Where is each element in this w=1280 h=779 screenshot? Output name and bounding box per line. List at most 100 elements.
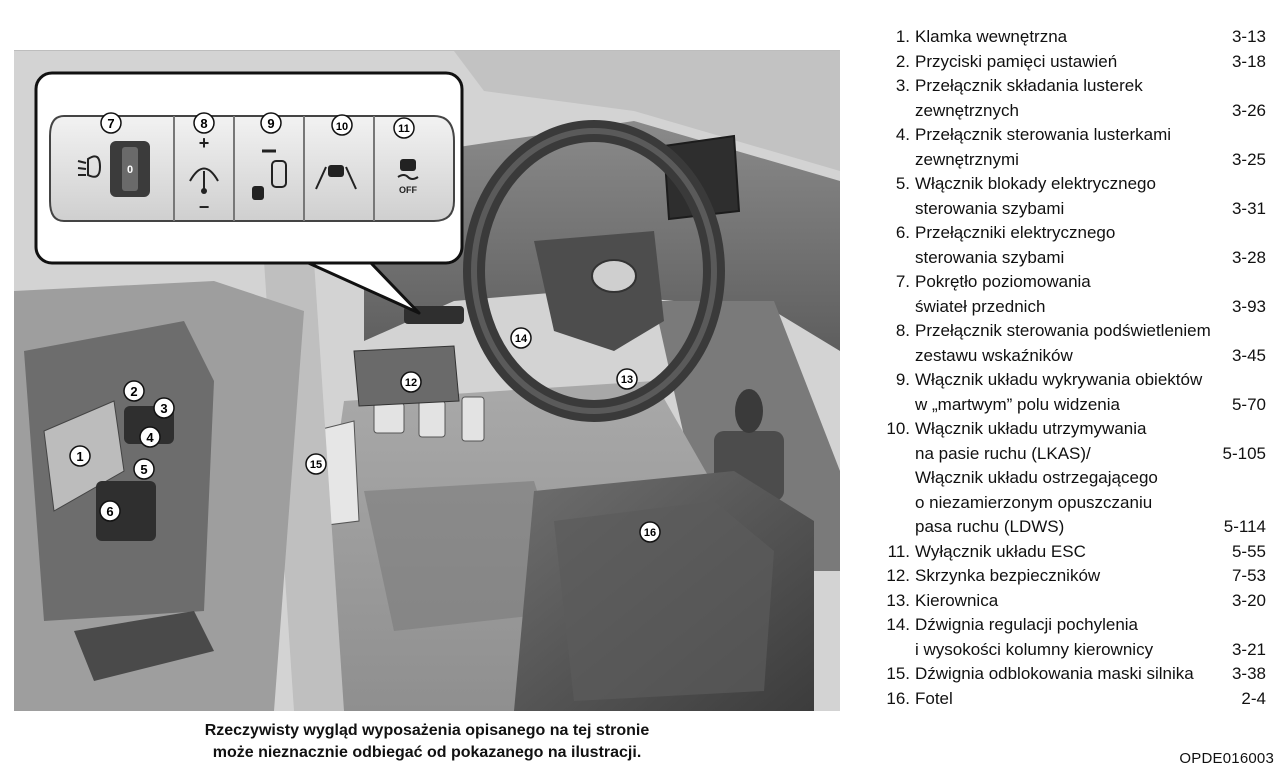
headlamp-level-icon <box>87 155 102 178</box>
illumination-icon <box>189 167 219 194</box>
legend-item-text: Pokrętło poziomowania <box>915 272 1091 291</box>
lane-keeping-icon <box>315 165 357 190</box>
legend-item-text: o niezamierzonym opuszczaniu <box>915 492 1153 512</box>
legend-item: 5. Włącznik blokady elektrycznego sterowan… <box>872 172 1266 221</box>
legend-item-number: 16. <box>886 688 910 708</box>
svg-text:11: 11 <box>398 123 410 135</box>
legend-item-text: Klamka wewnętrzna <box>915 27 1068 46</box>
caption-line-1: Rzeczywisty wygląd wyposażenia opisanego… <box>204 722 650 739</box>
legend-item-number: 10. <box>886 419 910 438</box>
legend-item-page: 5-114 <box>1223 517 1266 536</box>
legend-item-text: Włącznik układu utrzymywania <box>915 419 1147 438</box>
svg-text:1: 1 <box>76 449 83 464</box>
legend-item-number: 13. <box>886 590 910 610</box>
callout-16: 16 <box>639 521 661 543</box>
legend-item-page: 3-18 <box>1231 51 1266 71</box>
legend-item-page: 3-20 <box>1231 590 1266 610</box>
svg-text:8: 8 <box>200 116 207 131</box>
legend-item-text: i wysokości kolumny kierownicy <box>915 639 1154 659</box>
dash-switch-cluster <box>404 306 464 324</box>
legend-item-text: zewnętrznych <box>915 100 1019 120</box>
legend-item-line: Kierownica 3-20 <box>915 589 1266 614</box>
legend-item-text: Wyłącznik układu ESC <box>915 541 1086 561</box>
legend-item-body: Włącznik blokady elektrycznego sterowania… <box>910 172 1266 221</box>
legend-item-line: w „martwym” polu widzenia 5-70 <box>915 393 1266 418</box>
blind-spot-icon <box>252 149 287 200</box>
legend-item-number: 6. <box>895 223 910 242</box>
window-switches <box>96 481 156 541</box>
legend-item-text: pasa ruchu (LDWS) <box>915 517 1065 536</box>
legend-item-body: Przełącznik składania lusterek zewnętrzny… <box>910 74 1266 123</box>
legend-item-number: 7. <box>895 272 910 291</box>
legend-item-number: 12. <box>886 566 910 585</box>
svg-text:4: 4 <box>146 430 154 445</box>
svg-text:14: 14 <box>515 333 528 345</box>
svg-text:5: 5 <box>140 462 147 477</box>
legend-item-text: zewnętrznymi <box>915 149 1019 169</box>
legend-item-text: Fotel <box>915 688 953 708</box>
legend-item-text: w „martwym” polu widzenia <box>915 394 1120 414</box>
legend-item-body: Wyłącznik układu ESC 5-55 <box>910 540 1266 565</box>
svg-text:7: 7 <box>107 116 114 131</box>
callout-15: 15 <box>305 453 327 475</box>
legend-item-text: Włącznik blokady elektrycznego <box>915 174 1156 193</box>
legend-item-page: 3-93 <box>1231 296 1266 316</box>
dial-label: 0 <box>127 164 133 176</box>
legend-item-page: 3-38 <box>1231 664 1266 683</box>
legend-item-text: Włącznik układu ostrzegającego <box>915 468 1158 487</box>
floor-mat <box>364 481 574 631</box>
gear-knob <box>735 389 763 433</box>
legend-item-number: 1. <box>895 27 910 46</box>
callout-14: 14 <box>510 327 532 349</box>
legend-item-text: Kierownica <box>915 590 999 610</box>
legend-item: 16.Fotel 2-4 <box>872 687 1266 712</box>
legend-item-number: 11. <box>887 541 910 561</box>
svg-text:12: 12 <box>405 377 417 389</box>
legend-item-page: 3-45 <box>1231 345 1266 365</box>
legend-item: 13.Kierownica 3-20 <box>872 589 1266 614</box>
legend-item-page: 5-70 <box>1231 394 1266 414</box>
legend-item-line: Przełączniki elektrycznego <box>915 221 1266 246</box>
legend-item-number: 5. <box>895 174 910 193</box>
legend-item-text: sterowania szybami <box>915 247 1065 267</box>
brake-pedal <box>418 400 446 438</box>
svg-text:16: 16 <box>644 527 656 539</box>
legend-item-line: Włącznik układu wykrywania obiektów <box>915 368 1266 393</box>
callout-10: 10 <box>331 114 353 136</box>
legend-item-text: Przełącznik składania lusterek <box>915 76 1143 95</box>
callout-11: 11 <box>393 117 415 139</box>
svg-text:13: 13 <box>621 374 633 386</box>
legend-item-body: Fotel 2-4 <box>910 687 1266 712</box>
legend-item-line: Pokrętło poziomowania <box>915 270 1266 295</box>
legend-item-page: 3-25 <box>1231 149 1266 169</box>
legend-item-page: 2-4 <box>1241 688 1266 708</box>
legend-item-number <box>872 466 910 540</box>
legend-item-number: 14. <box>886 615 910 634</box>
legend-item-body: Włącznik układu ostrzegającego o niezamie… <box>910 466 1266 540</box>
legend-item-text: świateł przednich <box>915 296 1046 316</box>
legend-item-page: 5-55 <box>1231 541 1266 561</box>
callout-6: 6 <box>99 500 121 522</box>
esc-off-label: OFF <box>399 185 417 195</box>
minus-sign: − <box>199 197 210 217</box>
legend-item-line: Włącznik blokady elektrycznego <box>915 172 1266 197</box>
